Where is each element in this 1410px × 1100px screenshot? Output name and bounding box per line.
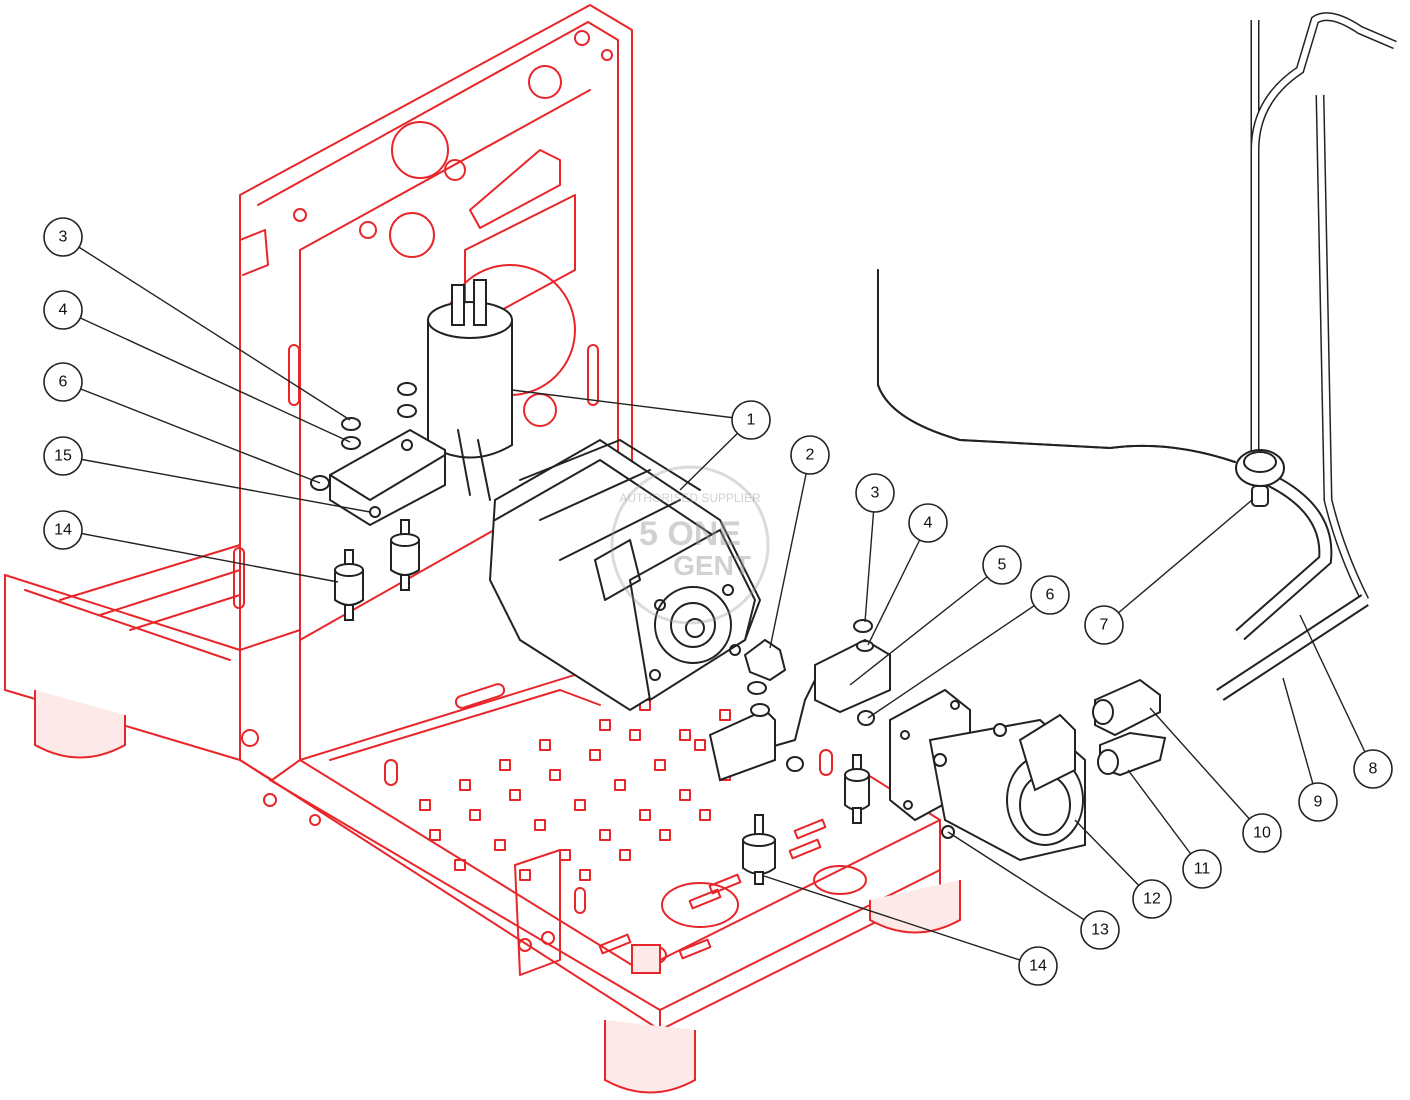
callout-3: 3 <box>43 217 83 257</box>
callout-8: 8 <box>1353 749 1393 789</box>
svg-text:1: 1 <box>747 412 756 429</box>
svg-text:11: 11 <box>1194 861 1211 878</box>
svg-text:9: 9 <box>1314 794 1323 811</box>
svg-text:3: 3 <box>59 229 68 246</box>
watermark: AUTHORISED SUPPLIER 5 ONE GENT <box>610 465 770 625</box>
callout-3: 3 <box>855 473 895 513</box>
svg-text:14: 14 <box>1029 958 1047 975</box>
svg-text:3: 3 <box>871 485 880 502</box>
anti-vibration-mounts <box>334 519 870 885</box>
callout-6: 6 <box>1030 575 1070 615</box>
svg-text:2: 2 <box>806 447 815 464</box>
svg-text:7: 7 <box>1100 617 1109 634</box>
pump-bracket <box>708 619 891 782</box>
watermark-line1: AUTHORISED SUPPLIER <box>619 491 761 505</box>
callout-1: 1 <box>731 400 771 440</box>
callout-14: 14 <box>1018 946 1058 986</box>
svg-text:8: 8 <box>1369 761 1378 778</box>
feet <box>34 690 961 1094</box>
svg-text:14: 14 <box>54 522 72 539</box>
watermark-line3: GENT <box>673 550 751 581</box>
callout-10: 10 <box>1242 813 1282 853</box>
svg-text:5: 5 <box>998 557 1007 574</box>
callout-13: 13 <box>1080 910 1120 950</box>
tubes <box>877 12 1397 701</box>
watermark-line2: 5 ONE <box>639 515 741 553</box>
leader-lines <box>62 236 1374 967</box>
callout-9: 9 <box>1298 782 1338 822</box>
svg-text:6: 6 <box>59 374 68 391</box>
svg-text:10: 10 <box>1253 825 1271 842</box>
callouts: 3 4 6 15 14 1 2 3 4 5 6 7 8 9 10 11 12 1… <box>43 217 1393 986</box>
callout-6: 6 <box>43 362 83 402</box>
callout-15: 15 <box>43 436 83 476</box>
svg-text:4: 4 <box>59 302 68 319</box>
callout-7: 7 <box>1084 605 1124 645</box>
svg-text:6: 6 <box>1046 587 1055 604</box>
chassis-frame <box>4 4 961 1094</box>
fittings <box>1092 678 1167 777</box>
callout-4: 4 <box>908 503 948 543</box>
svg-text:12: 12 <box>1143 891 1161 908</box>
callout-4: 4 <box>43 290 83 330</box>
callout-2: 2 <box>790 435 830 475</box>
callout-12: 12 <box>1132 879 1172 919</box>
mounting-bracket <box>310 382 446 527</box>
svg-text:4: 4 <box>924 515 933 532</box>
callout-5: 5 <box>982 545 1022 585</box>
svg-text:15: 15 <box>54 448 72 465</box>
motor <box>488 438 762 712</box>
callout-14: 14 <box>43 510 83 550</box>
callout-11: 11 <box>1182 849 1222 889</box>
svg-text:13: 13 <box>1091 922 1109 939</box>
pump <box>889 688 1086 862</box>
